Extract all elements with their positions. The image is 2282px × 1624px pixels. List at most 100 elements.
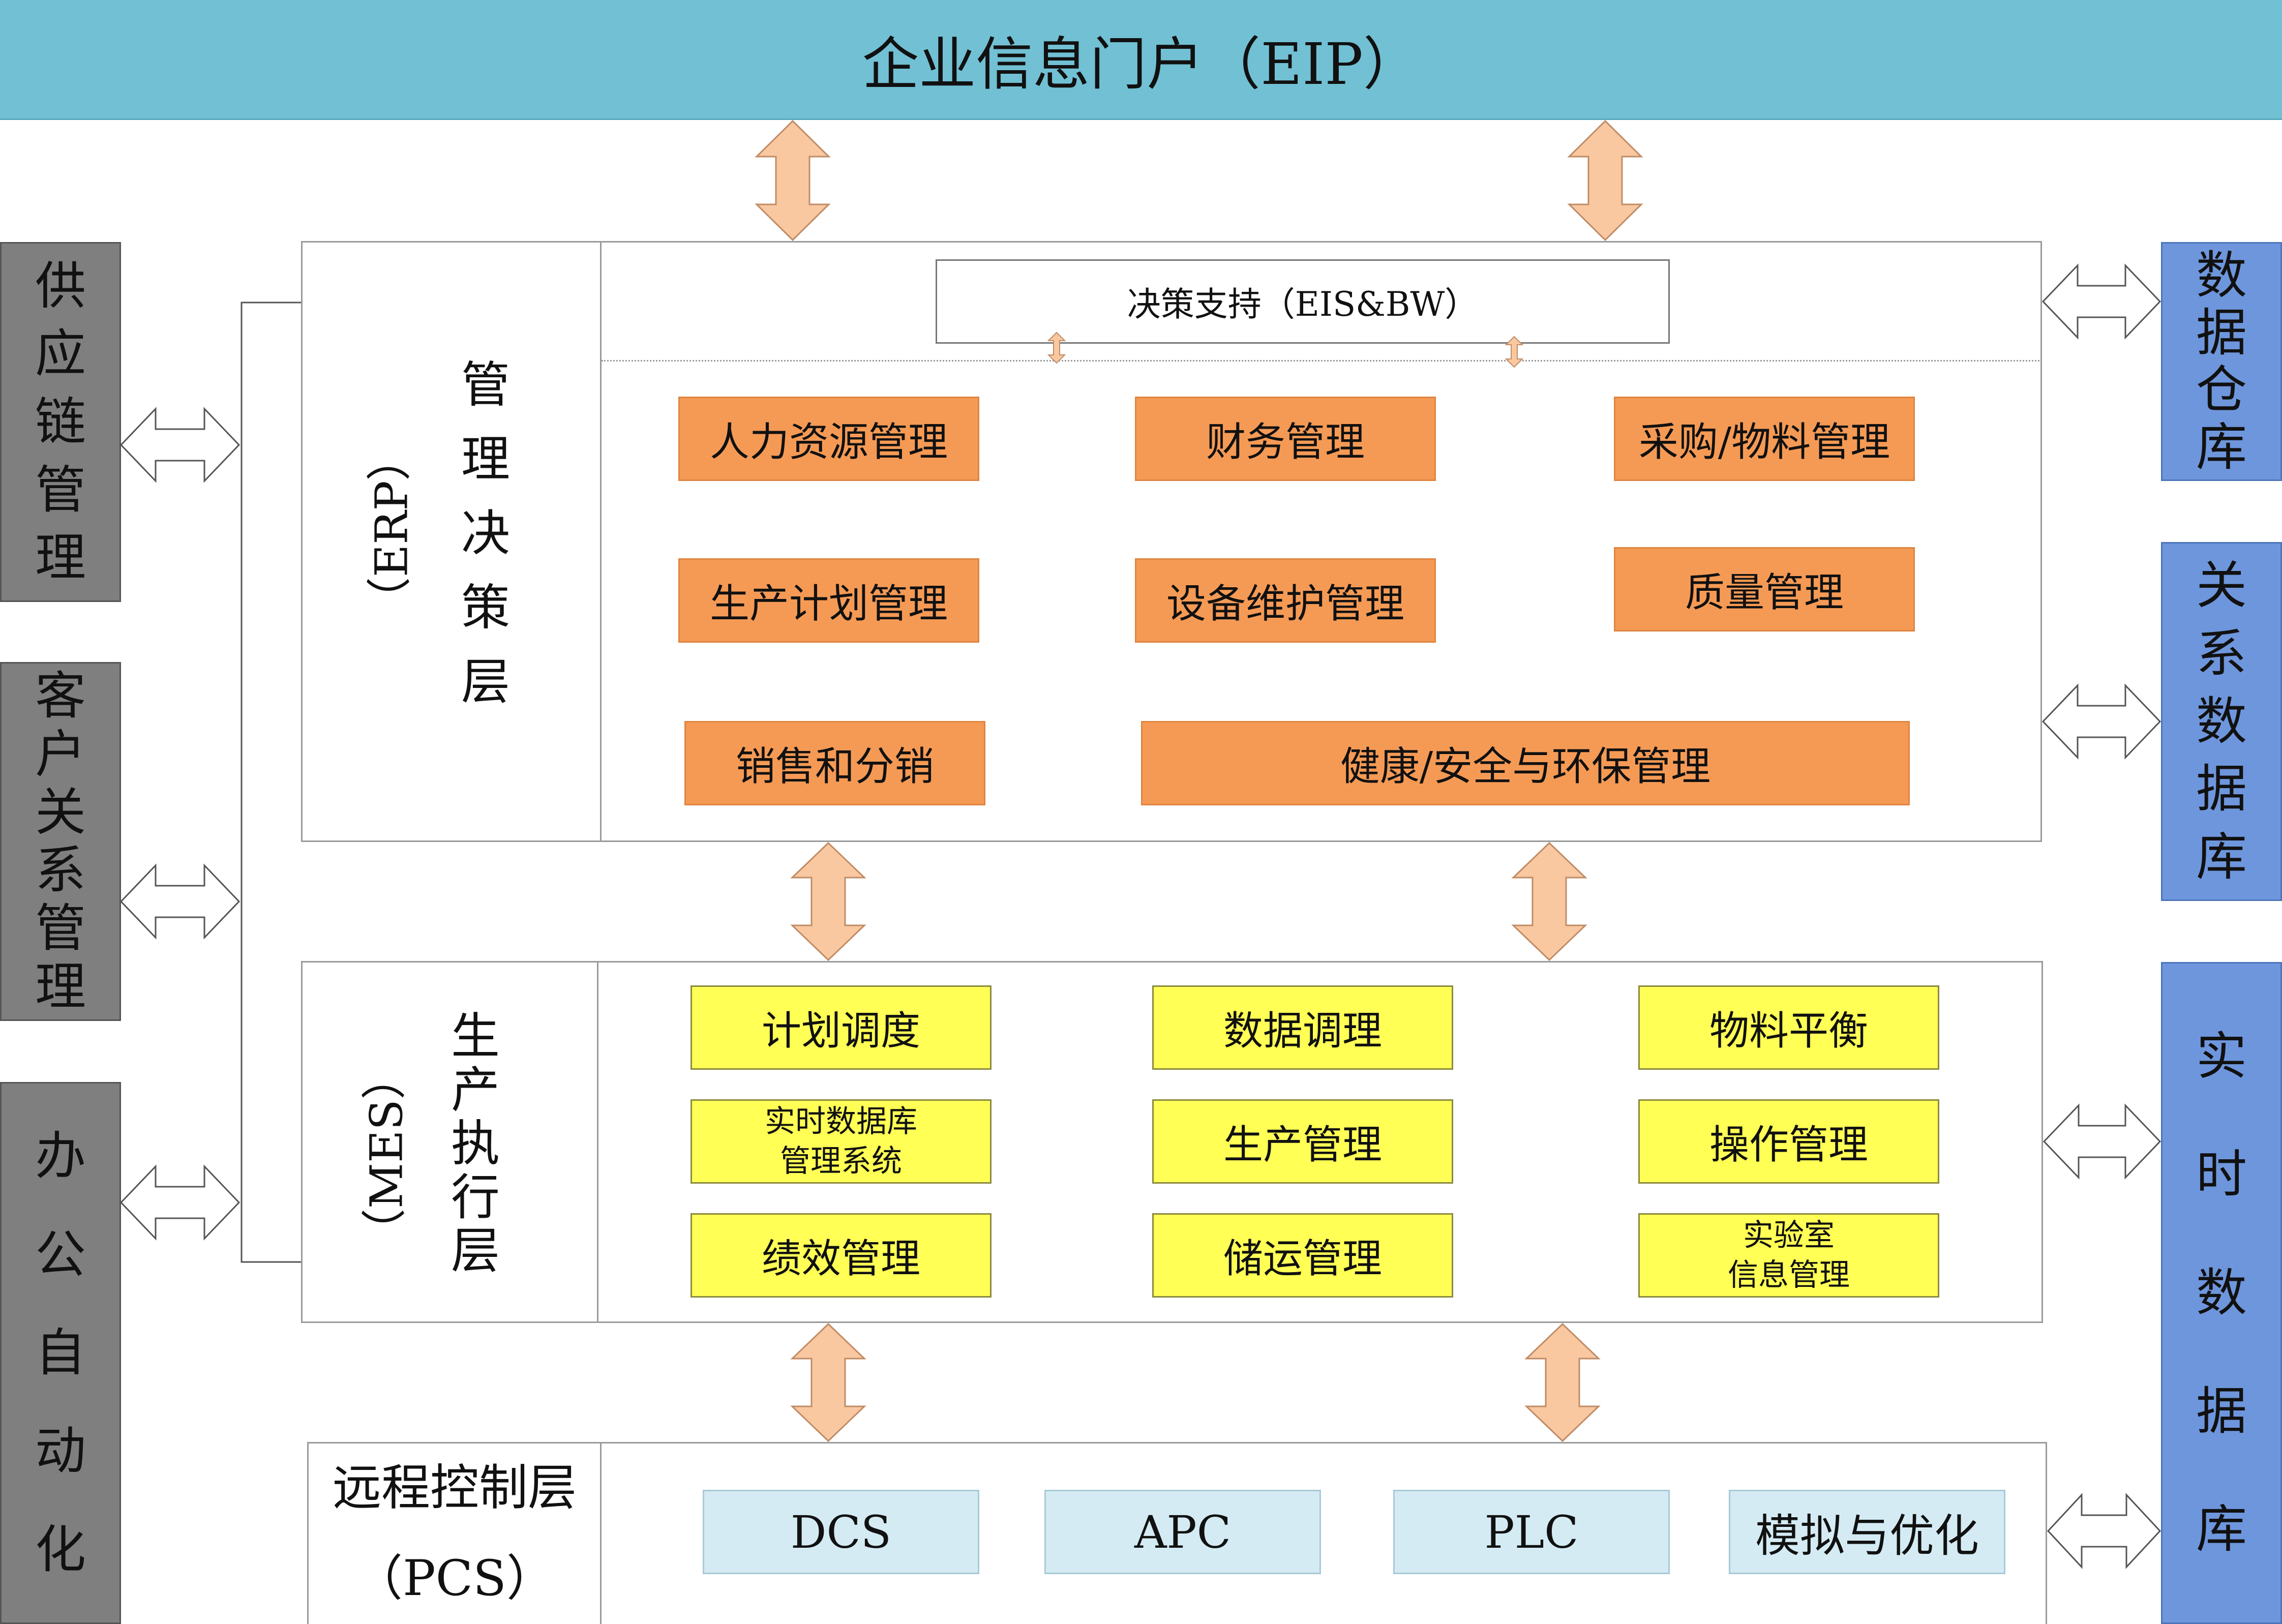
- decision-support-box: 决策支持（EIS&BW）: [936, 259, 1670, 344]
- erp-module-production-planning: 生产计划管理: [678, 558, 979, 643]
- crm-arrow: [119, 863, 241, 940]
- mes-module-production-management: 生产管理: [1152, 1099, 1453, 1184]
- sidebar-char: 据: [2196, 303, 2247, 363]
- mes-divider: [597, 961, 598, 1323]
- decision-arrow-left: [1047, 332, 1066, 364]
- sidebar-char: 数: [2196, 691, 2247, 751]
- crm-sidebar: 客 户 关 系 管 理: [0, 662, 121, 1021]
- sidebar-char: 系: [35, 840, 86, 900]
- mes-module-scheduling: 计划调度: [690, 985, 992, 1070]
- mes-pcs-arrow-right: [1524, 1322, 1601, 1442]
- data-warehouse-sidebar: 数 据 仓 库: [2161, 242, 2282, 481]
- office-automation-sidebar: 办 公 自 动 化: [0, 1082, 121, 1624]
- sidebar-char: 动: [35, 1421, 86, 1481]
- erp-decision-divider: [602, 360, 2042, 362]
- sidebar-char: 化: [35, 1519, 86, 1579]
- erp-module-sales: 销售和分销: [684, 721, 985, 805]
- eip-erp-arrow-left: [755, 119, 831, 242]
- sidebar-char: 数: [2196, 245, 2247, 305]
- sidebar-char: 据: [2196, 759, 2247, 819]
- eip-erp-arrow-right: [1567, 119, 1643, 242]
- erp-module-hr: 人力资源管理: [678, 397, 979, 481]
- erp-mes-arrow-left: [790, 841, 866, 961]
- sidebar-char: 管: [35, 898, 86, 958]
- mes-title: 生 产 执 行 层: [430, 1008, 521, 1280]
- mes-module-lims: 实验室 信息管理: [1638, 1213, 1939, 1298]
- mes-title-char: 产: [451, 1061, 500, 1119]
- sidebar-char: 库: [2196, 827, 2247, 887]
- supply-chain-sidebar: 供 应 链 管 理: [0, 242, 121, 602]
- pcs-module-simulation-optimization: 模拟与优化: [1729, 1490, 2005, 1574]
- pcs-title-text: 远程控制层: [333, 1459, 577, 1517]
- mes-module-material-balance: 物料平衡: [1638, 985, 1939, 1070]
- sidebar-char: 时: [2196, 1145, 2247, 1205]
- erp-mes-arrow-right: [1511, 841, 1587, 961]
- mes-module-line: 信息管理: [1728, 1257, 1850, 1293]
- pcs-abbr: （PCS）: [354, 1550, 555, 1607]
- decision-arrow-right: [1505, 336, 1524, 368]
- sidebar-char: 供: [35, 256, 86, 316]
- mes-title-char: 行: [451, 1168, 500, 1226]
- office-automation-arrow: [119, 1164, 241, 1241]
- sidebar-char: 公: [35, 1224, 86, 1284]
- erp-module-procurement: 采购/物料管理: [1614, 397, 1915, 481]
- sidebar-char: 管: [35, 460, 86, 520]
- eip-banner: 企业信息门户（EIP）: [0, 0, 2282, 120]
- realtime-db-arrow-mes: [2043, 1103, 2161, 1180]
- mes-module-rtdb-management: 实时数据库 管理系统: [690, 1099, 992, 1184]
- sidebar-char: 办: [35, 1126, 86, 1186]
- realtime-db-arrow-pcs: [2047, 1493, 2161, 1569]
- data-warehouse-arrow: [2041, 263, 2161, 340]
- sidebar-char: 系: [2196, 623, 2247, 683]
- pcs-title: 远程控制层 （PCS）: [309, 1447, 600, 1620]
- mes-title-char: 执: [451, 1115, 500, 1172]
- sidebar-char: 据: [2196, 1381, 2247, 1441]
- erp-title-char: 理: [461, 431, 510, 488]
- sidebar-char: 理: [35, 956, 86, 1016]
- erp-title-char: 层: [461, 653, 510, 710]
- pcs-module-apc: APC: [1044, 1490, 1321, 1574]
- mes-module-line: 管理系统: [780, 1144, 902, 1179]
- erp-module-finance: 财务管理: [1135, 397, 1436, 481]
- realtime-db-sidebar: 实 时 数 据 库: [2161, 962, 2282, 1624]
- sidebar-char: 自: [35, 1322, 86, 1382]
- sidebar-char: 客: [35, 666, 86, 726]
- mes-abbr: （MES）: [360, 1055, 413, 1254]
- pcs-divider: [600, 1442, 602, 1624]
- mes-module-line: 实时数据库: [765, 1104, 917, 1139]
- mes-title-char: 层: [451, 1222, 500, 1280]
- erp-title-char: 决: [461, 505, 510, 562]
- sidebar-char: 库: [2196, 417, 2247, 477]
- sidebar-char: 关: [2196, 556, 2247, 616]
- sidebar-char: 链: [35, 392, 86, 452]
- mes-module-performance: 绩效管理: [690, 1213, 992, 1298]
- sidebar-char: 数: [2196, 1262, 2247, 1322]
- pcs-module-plc: PLC: [1393, 1490, 1670, 1574]
- erp-title-char: 策: [461, 579, 510, 636]
- mes-title-char: 生: [451, 1008, 500, 1065]
- sidebar-char: 库: [2196, 1499, 2247, 1559]
- mes-module-storage-transport: 储运管理: [1152, 1213, 1453, 1298]
- relational-db-arrow: [2041, 683, 2161, 760]
- sidebar-char: 关: [35, 782, 86, 842]
- erp-divider: [600, 241, 602, 842]
- mes-module-operations-management: 操作管理: [1638, 1099, 1939, 1184]
- sidebar-char: 理: [35, 528, 86, 588]
- sidebar-char: 实: [2196, 1026, 2247, 1086]
- erp-module-hse: 健康/安全与环保管理: [1141, 721, 1910, 805]
- erp-title: 管 理 决 策 层: [437, 346, 534, 722]
- pcs-module-dcs: DCS: [703, 1490, 979, 1574]
- mes-module-data-reconciliation: 数据调理: [1152, 985, 1453, 1070]
- relational-db-sidebar: 关 系 数 据 库: [2161, 542, 2282, 901]
- supply-chain-arrow: [119, 407, 241, 483]
- sidebar-char: 仓: [2196, 360, 2247, 420]
- erp-module-maintenance: 设备维护管理: [1135, 558, 1436, 643]
- mes-module-line: 实验室: [1743, 1218, 1835, 1253]
- erp-abbr: （ERP）: [365, 436, 418, 622]
- erp-title-char: 管: [461, 356, 510, 414]
- eip-title: 企业信息门户（EIP）: [862, 31, 1420, 98]
- sidebar-char: 户: [35, 724, 86, 784]
- erp-module-quality: 质量管理: [1614, 547, 1915, 631]
